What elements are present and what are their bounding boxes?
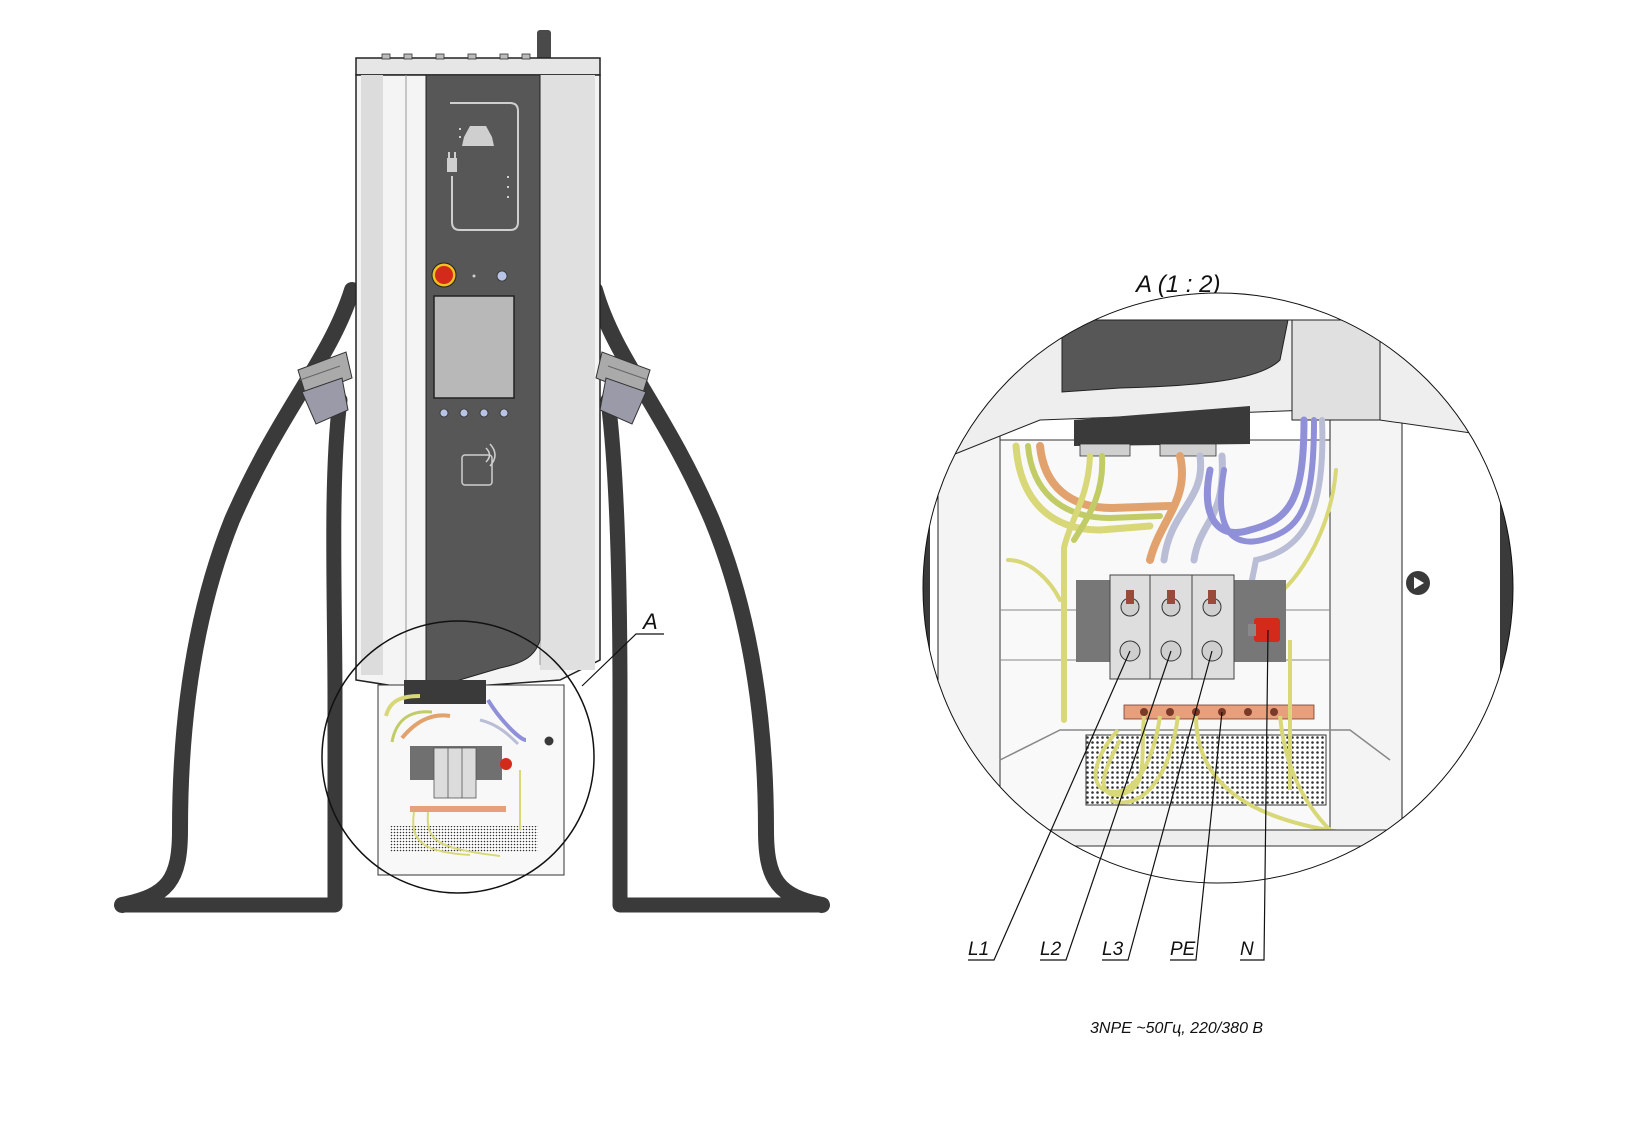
cable-left-inner — [114, 392, 348, 913]
touch-display[interactable] — [433, 295, 515, 399]
play-button-icon — [1406, 571, 1430, 595]
cable-right-inner — [600, 392, 830, 913]
control-button-2[interactable] — [459, 408, 469, 418]
terminal-leaders — [968, 629, 1269, 961]
terminal-label-l1: L1 — [968, 939, 989, 960]
charger-body — [355, 53, 601, 691]
supply-specification: 3NPE ~50Гц, 220/380 В — [1090, 1020, 1263, 1037]
callout-label: A — [641, 609, 658, 634]
detail-callout-leader — [581, 633, 664, 687]
control-button-4[interactable] — [499, 408, 509, 418]
detail-callout-circle — [321, 620, 595, 894]
control-button-3[interactable] — [479, 408, 489, 418]
terminal-label-pe: PE — [1170, 939, 1196, 960]
terminal-label-n: N — [1240, 939, 1254, 960]
terminal-block — [1076, 574, 1286, 680]
rfid-icon — [461, 443, 496, 486]
emergency-stop-icon[interactable] — [431, 262, 457, 288]
plug-icon — [447, 152, 457, 172]
control-button-1[interactable] — [439, 408, 449, 418]
neutral-terminal — [1248, 618, 1280, 642]
terminal-label-l2: L2 — [1040, 939, 1062, 960]
indicator-dot — [472, 274, 476, 278]
control-unit — [1074, 406, 1250, 446]
status-led — [496, 270, 508, 282]
right-connector-holster — [595, 351, 651, 425]
terminal-label-l3: L3 — [1102, 939, 1124, 960]
detail-view-a — [922, 292, 1514, 884]
top-cable-gland — [537, 30, 551, 64]
control-buttons — [439, 408, 509, 418]
detail-front-panel — [1061, 319, 1289, 393]
compartment-play-button-icon — [544, 736, 554, 746]
top-fasteners — [381, 53, 531, 60]
lower-compartment — [377, 680, 565, 876]
car-plug-pictogram — [447, 102, 519, 231]
car-icon — [462, 126, 494, 146]
detail-outline-circle — [922, 292, 1514, 884]
incoming-wires — [1006, 416, 1338, 723]
charger-overview: A — [114, 30, 830, 913]
left-connector-holster — [297, 351, 353, 425]
